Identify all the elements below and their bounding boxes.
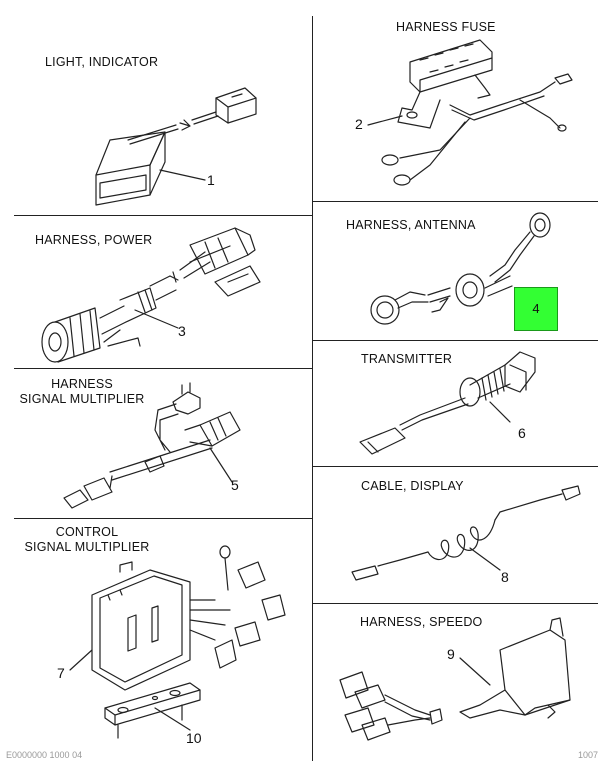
callout-2: 2 — [355, 116, 363, 132]
control-signal-multiplier-illustration — [69, 545, 286, 739]
callout-4-highlight: 4 — [514, 287, 558, 331]
title-control-signal-multiplier-1: CONTROL — [55, 525, 119, 539]
harness-fuse-illustration — [367, 39, 573, 186]
callout-8: 8 — [501, 569, 509, 585]
harness-power-illustration — [41, 227, 261, 363]
harness-speedo-illustration — [339, 617, 571, 741]
title-cable-display: CABLE, DISPLAY — [361, 479, 464, 493]
callout-1: 1 — [207, 172, 215, 188]
title-harness-signal-multiplier-1: HARNESS — [51, 377, 113, 391]
left-divider-1 — [14, 215, 312, 216]
left-divider-2 — [14, 368, 312, 369]
callout-10: 10 — [186, 730, 202, 746]
callout-3: 3 — [178, 323, 186, 339]
title-transmitter: TRANSMITTER — [361, 352, 453, 366]
callout-9: 9 — [447, 646, 455, 662]
light-indicator-illustration — [95, 87, 257, 206]
harness-antenna-illustration — [370, 212, 551, 325]
transmitter-illustration — [359, 351, 536, 455]
title-light-indicator: LIGHT, INDICATOR — [45, 55, 159, 69]
title-harness-fuse: HARNESS FUSE — [396, 20, 496, 34]
right-divider-1 — [312, 201, 598, 202]
title-harness-power: HARNESS, POWER — [35, 233, 153, 247]
title-control-signal-multiplier-2: SIGNAL MULTIPLIER — [24, 540, 150, 554]
title-harness-signal-multiplier-2: SIGNAL MULTIPLIER — [19, 392, 145, 406]
callout-7: 7 — [57, 665, 65, 681]
right-divider-2 — [312, 340, 598, 341]
harness-signal-multiplier-illustration — [63, 382, 241, 509]
callout-6: 6 — [518, 425, 526, 441]
right-divider-3 — [312, 466, 598, 467]
footer-code-right: 1007 — [578, 750, 599, 760]
callout-4: 4 — [532, 301, 540, 316]
callout-5: 5 — [231, 477, 239, 493]
title-harness-antenna: HARNESS, ANTENNA — [346, 218, 476, 232]
right-divider-4 — [312, 603, 598, 604]
footer-code-left: E0000000 1000 04 — [6, 750, 83, 760]
cable-display-illustration — [351, 485, 581, 581]
left-divider-3 — [14, 518, 312, 519]
title-harness-speedo: HARNESS, SPEEDO — [360, 615, 483, 629]
vertical-divider — [312, 16, 313, 761]
